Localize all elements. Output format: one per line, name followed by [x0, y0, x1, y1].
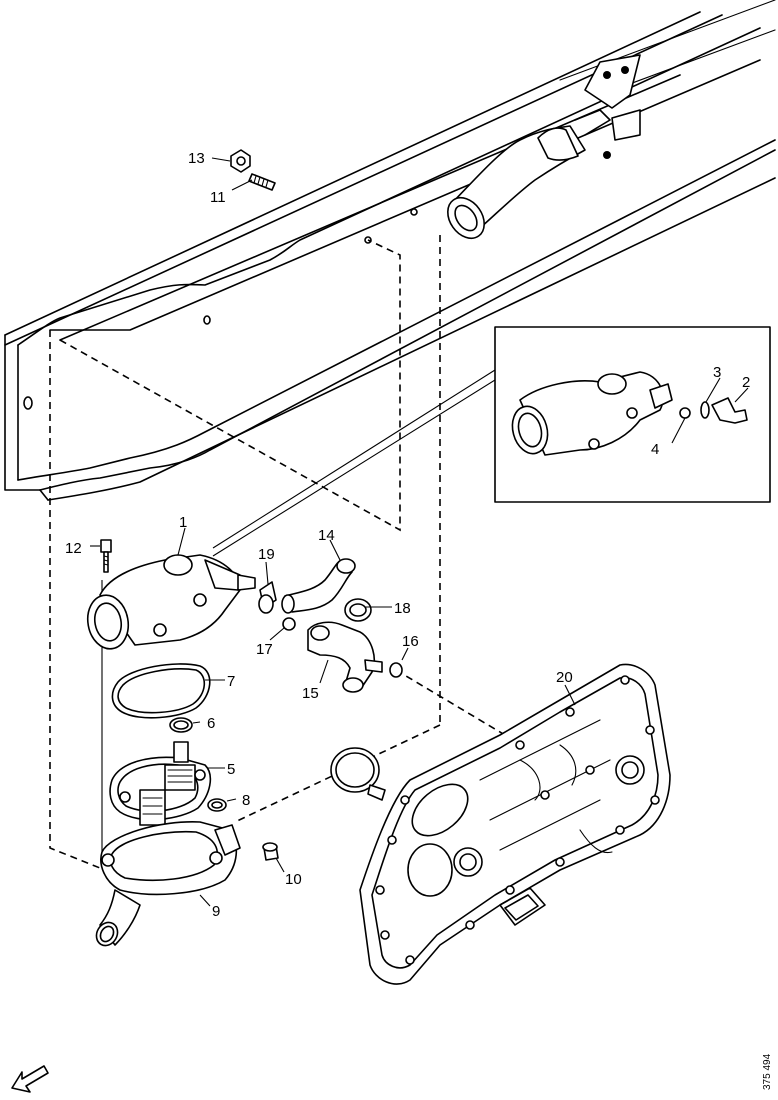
thermostat-cover-1: [86, 527, 256, 650]
callout-5: 5: [227, 761, 235, 778]
chassis-frame-rail: [4, 0, 776, 501]
washer-16: [389, 647, 409, 678]
callout-8: 8: [242, 792, 250, 809]
callout-20: 20: [556, 669, 573, 686]
callout-15: 15: [302, 685, 319, 702]
large-hose-clamp: [330, 747, 386, 801]
callout-11: 11: [210, 189, 226, 206]
oring-6: [169, 717, 201, 733]
callout-3: 3: [713, 364, 721, 381]
nut-13: [211, 149, 251, 173]
detail-inset-box: [494, 326, 771, 503]
drawing-reference-number: 375 494: [762, 1053, 773, 1090]
bolt-17: [269, 617, 296, 641]
callout-17: 17: [256, 641, 273, 658]
oring-8: [207, 798, 237, 812]
hose-clamp-18: [344, 598, 392, 622]
inset-sensor-2: [711, 397, 748, 424]
callout-14: 14: [318, 527, 335, 544]
pipe-15: [307, 621, 383, 693]
callout-1: 1: [179, 514, 187, 531]
inset-oring-3: [700, 401, 710, 419]
callout-12: 12: [65, 540, 82, 557]
bolt-12: [90, 539, 112, 573]
callout-9: 9: [212, 903, 220, 920]
upper-radiator-hose: [447, 109, 611, 240]
hose-clip-19: [258, 561, 277, 614]
callout-18: 18: [394, 600, 411, 617]
bypass-hose-14: [281, 539, 356, 614]
inset-thermostat-housing: [511, 371, 673, 456]
callout-7: 7: [227, 673, 235, 690]
callout-4: 4: [651, 441, 659, 458]
callout-labels: 1 2 3 4 5 6 7 8 9 10 11 12 13 14 15 16 1…: [65, 150, 750, 920]
callout-6: 6: [207, 715, 215, 732]
thermostat-5: [109, 741, 225, 826]
callout-19: 19: [258, 546, 275, 563]
inset-washer-4: [679, 407, 691, 419]
stud-11: [231, 173, 276, 191]
plug-10: [262, 842, 285, 873]
timing-cover-20: [359, 663, 671, 985]
callout-16: 16: [402, 633, 419, 650]
gasket-7: [111, 663, 225, 719]
callout-10: 10: [285, 871, 302, 888]
callout-2: 2: [742, 374, 750, 391]
front-direction-arrow-icon: [11, 1065, 49, 1093]
thermostat-housing-9: [95, 821, 241, 947]
assembly-leader-lines: [49, 235, 506, 871]
callout-13: 13: [188, 150, 205, 167]
